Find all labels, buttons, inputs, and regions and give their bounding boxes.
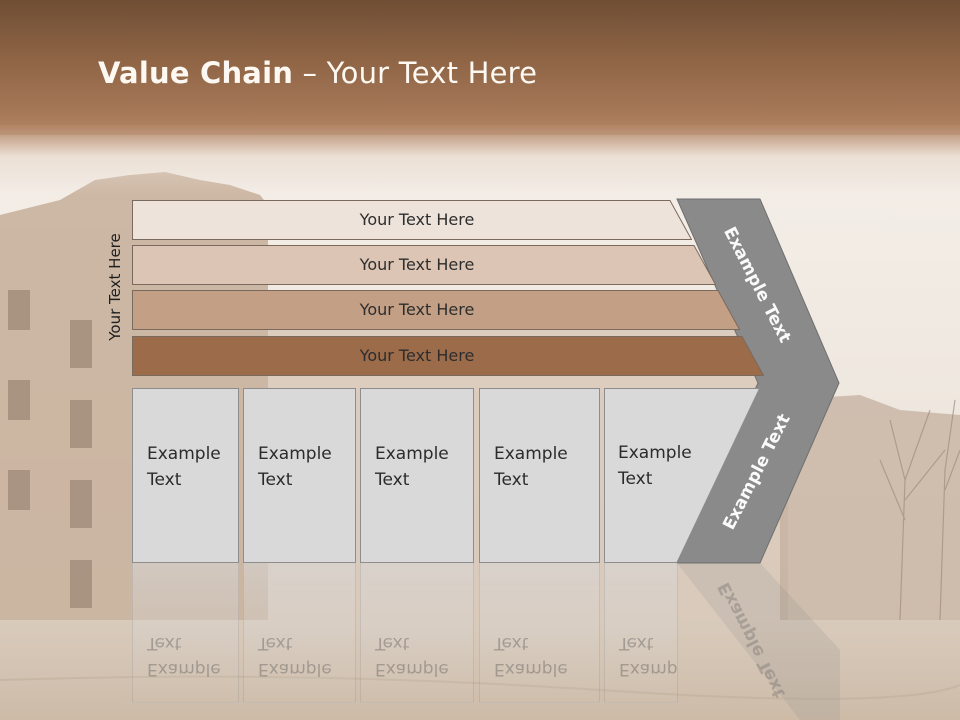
activity-box-reflection: Example Text: [132, 563, 239, 703]
slide-title: Value Chain – Your Text Here: [98, 56, 537, 90]
activity-box-reflection: Example Text: [479, 563, 600, 703]
activity-box-label: Example Text: [494, 444, 568, 490]
activity-box-label: Example Text: [375, 444, 449, 490]
activity-box-label: Example Text: [147, 444, 221, 490]
value-bar-label: Your Text Here: [359, 345, 475, 365]
header-band: [0, 0, 960, 135]
value-bar-label: Your Text Here: [359, 299, 475, 319]
activity-box-5: Example Text: [604, 388, 760, 563]
activity-box-reflection: Example Text: [243, 563, 356, 703]
title-bold: Value Chain: [98, 56, 294, 90]
activity-box-reflection-label: Example Text: [494, 633, 568, 679]
activity-box-4: Example Text: [479, 388, 600, 563]
activity-box-2: Example Text: [243, 388, 356, 563]
activity-box-reflection-label: Example Text: [375, 633, 449, 679]
value-bar-label: Your Text Here: [359, 209, 475, 229]
activity-box-reflection: Example Text: [360, 563, 474, 703]
activity-box-3: Example Text: [360, 388, 474, 563]
value-bar-4: Your Text Here: [132, 336, 764, 376]
value-bar-1: Your Text Here: [132, 200, 692, 240]
activity-box-label: Example Text: [618, 443, 692, 489]
value-bar-label: Your Text Here: [359, 254, 475, 274]
activity-box-reflection-label: Example Text: [147, 633, 221, 679]
value-bar-3: Your Text Here: [132, 290, 740, 330]
activity-box-reflection: Example Text: [604, 563, 678, 703]
title-rest: – Your Text Here: [293, 56, 538, 90]
activity-box-1: Example Text: [132, 388, 239, 563]
activity-box-label: Example Text: [258, 444, 332, 490]
value-bar-2: Your Text Here: [132, 245, 716, 285]
header-fade: [0, 125, 960, 195]
activity-box-reflection-label: Example Text: [619, 633, 678, 679]
side-label: Your Text Here: [106, 233, 124, 341]
activity-box-reflection-label: Example Text: [258, 633, 332, 679]
